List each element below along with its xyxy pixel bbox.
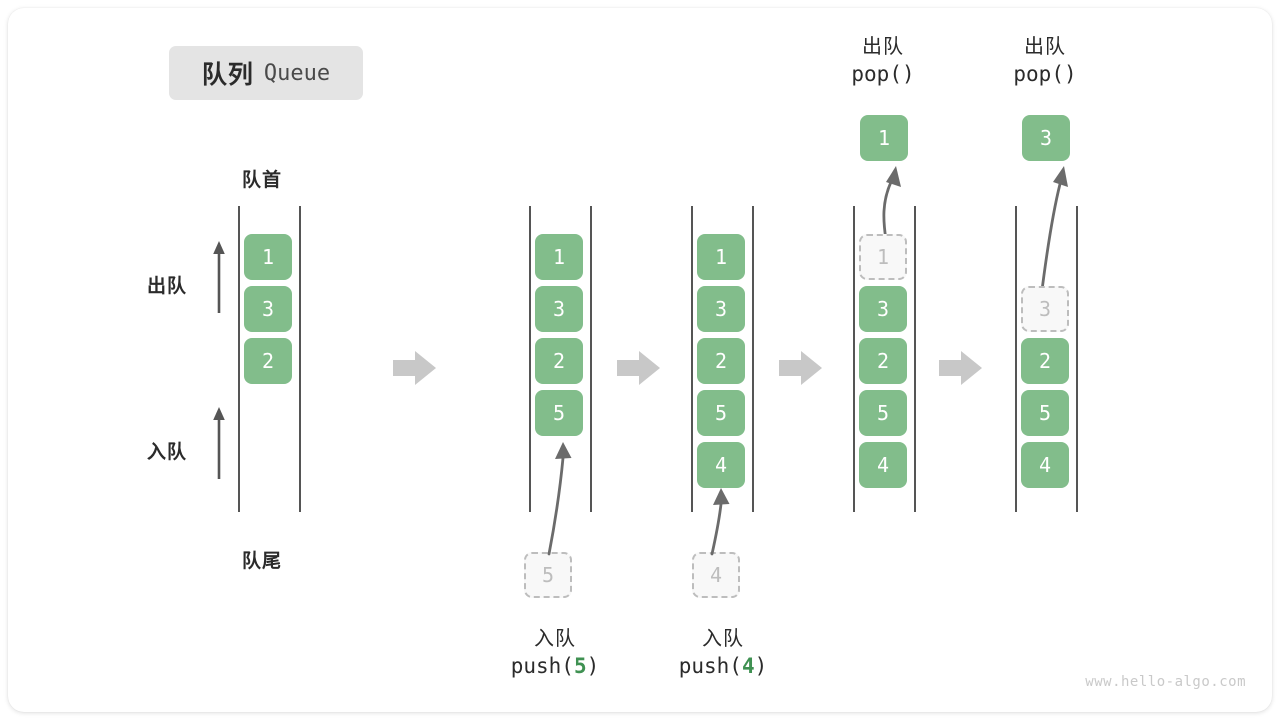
queue-element: 5 [1021, 390, 1069, 436]
pop-1-caption-cn: 出队 [862, 36, 904, 58]
queue-element: 4 [859, 442, 907, 488]
pop-3-caption-cn: 出队 [1024, 36, 1066, 58]
queue-rail-left [1015, 206, 1017, 512]
push-4-caption-code: push(4) [678, 654, 768, 679]
queue-element-removed: 1 [859, 234, 907, 280]
queue-rail-left [529, 206, 531, 512]
queue-head-label: 队首 [242, 170, 283, 191]
queue-tail-label: 队尾 [242, 551, 283, 572]
queue-rail-left [691, 206, 693, 512]
push-motion-arrow-icon [547, 442, 572, 556]
queue-element: 1 [535, 234, 583, 280]
pop-3-caption-code: pop() [1013, 62, 1077, 87]
pop-1-caption-code: pop() [851, 62, 915, 87]
queue-rail-right [914, 206, 916, 512]
title-english: Queue [263, 60, 331, 86]
queue-element: 2 [244, 338, 292, 384]
queue-element: 3 [697, 286, 745, 332]
queue-rail-right [752, 206, 754, 512]
dequeue-direction-arrow-icon [213, 241, 225, 313]
queue-rail-right [1076, 206, 1078, 512]
queue-rail-left [238, 206, 240, 512]
queue-element-new: 4 [697, 442, 745, 488]
queue-rail-right [590, 206, 592, 512]
step-arrow-icon [617, 351, 660, 385]
queue-element: 4 [1021, 442, 1069, 488]
push-4-caption: 入队 push(4) [628, 626, 818, 682]
queue-element-new: 5 [535, 390, 583, 436]
incoming-element-ghost: 4 [692, 552, 740, 598]
enqueue-direction-arrow-icon [213, 407, 225, 479]
queue-element: 3 [535, 286, 583, 332]
diagram-stage: 队列 Queue 队首 队尾 出队 入队 1 3 2 [8, 8, 1272, 712]
queue-element: 3 [859, 286, 907, 332]
popped-element: 3 [1022, 115, 1070, 161]
pop-1-caption: 出队 pop() [813, 34, 953, 90]
queue-element: 1 [697, 234, 745, 280]
queue-element: 1 [244, 234, 292, 280]
queue-rail-left [853, 206, 855, 512]
dequeue-direction-label: 出队 [147, 276, 188, 297]
step-arrow-icon [393, 351, 436, 385]
queue-rail-right [299, 206, 301, 512]
pop-motion-arrow-icon [1039, 166, 1068, 300]
push-5-caption: 入队 push(5) [460, 626, 650, 682]
queue-element: 2 [697, 338, 745, 384]
queue-element: 2 [859, 338, 907, 384]
step-arrow-icon [939, 351, 982, 385]
title-chinese: 队列 [201, 61, 254, 89]
diagram-card: 队列 Queue 队首 队尾 出队 入队 1 3 2 [8, 8, 1272, 712]
watermark: www.hello-algo.com [1085, 674, 1246, 690]
popped-element: 1 [860, 115, 908, 161]
push-5-caption-cn: 入队 [534, 628, 576, 650]
push-motion-arrow-icon [710, 488, 730, 556]
push-4-caption-cn: 入队 [702, 628, 744, 650]
diagram-title-badge: 队列 Queue [169, 46, 363, 100]
queue-element: 2 [1021, 338, 1069, 384]
step-arrow-icon [779, 351, 822, 385]
queue-element: 3 [244, 286, 292, 332]
enqueue-direction-label: 入队 [147, 442, 188, 463]
queue-element: 5 [697, 390, 745, 436]
pop-3-caption: 出队 pop() [975, 34, 1115, 90]
queue-element-removed: 3 [1021, 286, 1069, 332]
incoming-element-ghost: 5 [524, 552, 572, 598]
push-5-caption-code: push(5) [510, 654, 600, 679]
queue-element: 2 [535, 338, 583, 384]
queue-element: 5 [859, 390, 907, 436]
